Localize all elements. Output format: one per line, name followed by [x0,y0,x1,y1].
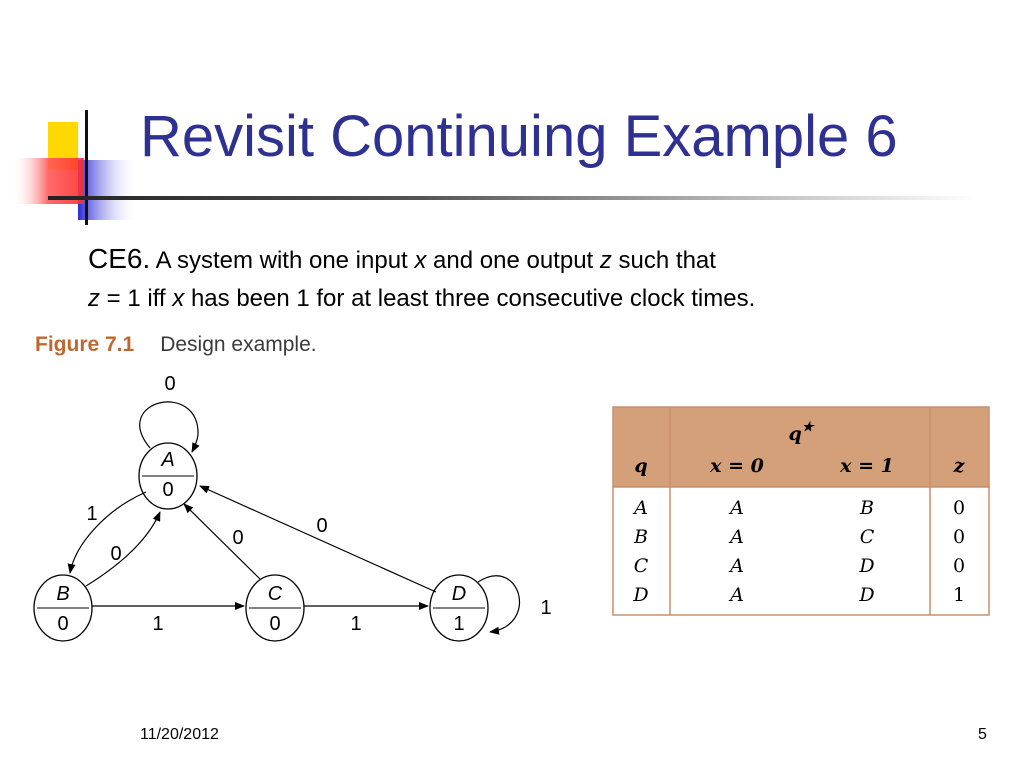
statement-text: = 1 iff [100,285,173,312]
table-row: B A C 0 [633,526,965,548]
cell-x1: D [858,584,874,606]
state-d: D 1 [429,574,489,642]
var-z: z [88,285,100,312]
table-row: A A B 0 [632,497,965,519]
figure-caption-text: Design example. [160,333,317,356]
cell-z: 1 [953,584,965,606]
transition-d-a [199,485,437,593]
state-a-output: 0 [162,479,173,501]
header-z: z [953,455,966,477]
cell-x0: A [728,584,744,606]
var-z: z [599,247,612,274]
var-x: x [172,285,185,312]
statement-text: such that [611,247,716,274]
figure-caption: Figure 7.1 Design example. [35,333,317,357]
cell-z: 0 [953,526,965,548]
header-qstar: q★ [789,420,816,445]
cell-x0: A [728,497,744,519]
state-c: C 0 [245,574,305,642]
slide-logo-decoration [12,110,138,225]
state-diagram: A 0 B 0 C 0 D 1 0 1 0 0 0 1 1 1 [33,373,552,642]
state-d-output: 1 [453,613,464,635]
cell-q: C [634,555,649,577]
transition-c-a [183,503,261,580]
state-a-name: A [160,449,174,471]
state-b-output: 0 [57,613,68,635]
statement-label: CE6. [88,243,151,274]
transition-d-a-label: 0 [316,515,327,537]
problem-statement: CE6. A system with one input x and one o… [88,240,755,318]
statement-line-2: z = 1 iff x has been 1 for at least thre… [88,280,755,318]
transition-b-c-label: 1 [152,613,163,635]
var-x: x [414,247,427,274]
transition-c-a-label: 0 [232,527,243,549]
statement-text: A system with one input [150,247,415,274]
state-c-name: C [268,583,283,605]
state-b: B 0 [33,574,93,642]
state-a: A 0 [138,442,198,510]
header-x1: x = 1 [839,455,894,477]
statement-text: and one output [426,247,600,274]
header-x0: x = 0 [709,455,764,477]
title-underline [48,196,978,200]
transition-a-a [139,401,200,453]
transition-a-a-label: 0 [164,373,175,395]
cell-q: B [633,526,648,548]
cell-x1: B [859,497,874,519]
table-row: C A D 0 [634,555,965,577]
page-number: 5 [978,726,987,743]
transition-d-d-label: 1 [540,597,551,619]
state-c-output: 0 [269,613,280,635]
statement-line-1: CE6. A system with one input x and one o… [88,240,755,280]
cell-x0: A [728,555,744,577]
figure-number: Figure 7.1 [35,333,135,356]
table-header-bg [612,406,990,488]
transition-b-a-label: 0 [110,543,121,565]
header-q: q [634,455,647,477]
logo-vertical-bar [85,110,88,225]
state-d-name: D [452,583,466,605]
transition-b-a [85,511,161,587]
transition-c-d-label: 1 [350,613,361,635]
transition-a-b-label: 1 [86,503,97,525]
footer-date: 11/20/2012 [140,726,219,743]
cell-x1: C [860,526,875,548]
table-row: D A D 1 [632,584,965,606]
state-b-name: B [56,583,69,605]
transition-d-d [477,575,521,635]
state-table: q★ q x = 0 x = 1 z A A B 0 B A C 0 C A D… [612,406,990,616]
transition-a-b [67,491,147,574]
cell-x1: D [858,555,874,577]
cell-x0: A [728,526,744,548]
cell-q: D [632,584,648,606]
statement-text: has been 1 for at least three consecutiv… [184,285,756,312]
table-body-bg [612,486,990,616]
cell-z: 0 [953,555,965,577]
cell-z: 0 [953,497,965,519]
cell-q: A [632,497,648,519]
slide-title: Revisit Continuing Example 6 [140,104,898,169]
